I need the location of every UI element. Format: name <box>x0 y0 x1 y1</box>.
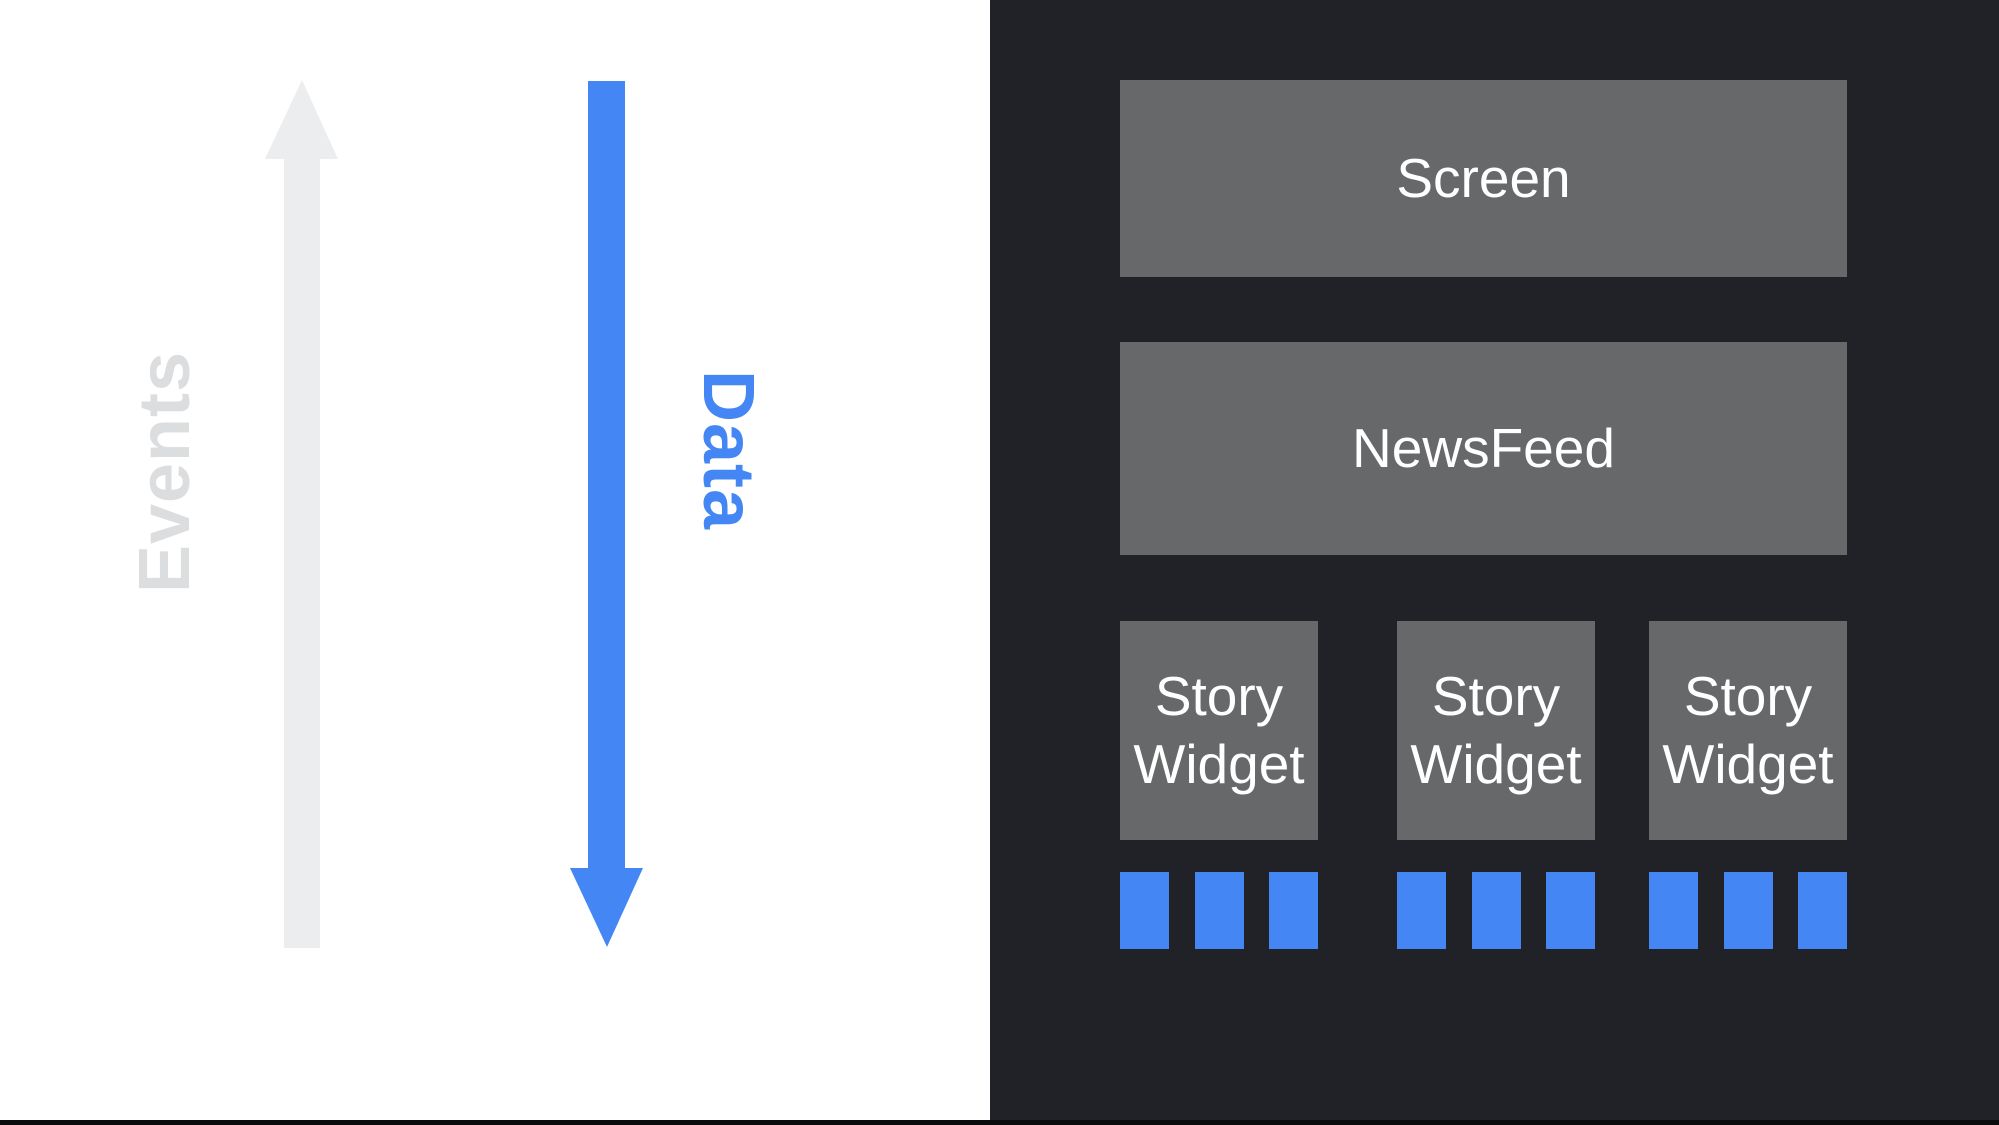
bottom-bar <box>0 1120 1999 1125</box>
state-tile <box>1269 872 1318 949</box>
story-tiles-row <box>1120 872 1318 949</box>
story-widget-label: Story Widget <box>1662 665 1834 795</box>
screen-label: Screen <box>1396 146 1571 209</box>
state-tile <box>1723 872 1773 949</box>
screen-box: Screen <box>1120 80 1847 277</box>
state-tile <box>1649 872 1698 949</box>
story-widget-group: Story Widget <box>1649 621 1847 949</box>
data-label: Data <box>688 369 768 531</box>
newsfeed-label: NewsFeed <box>1352 416 1615 479</box>
story-widget-group: Story Widget <box>1397 621 1595 949</box>
state-tile <box>1194 872 1244 949</box>
story-widget-box: Story Widget <box>1649 621 1847 840</box>
story-widget-box: Story Widget <box>1397 621 1595 840</box>
state-tile <box>1546 872 1595 949</box>
story-tiles-row <box>1397 872 1595 949</box>
state-tile <box>1120 872 1169 949</box>
newsfeed-box: NewsFeed <box>1120 342 1847 555</box>
events-up-arrow <box>265 80 338 948</box>
state-tile <box>1471 872 1521 949</box>
story-widget-label: Story Widget <box>1410 665 1582 795</box>
story-widget-group: Story Widget <box>1120 621 1318 949</box>
events-label: Events <box>125 350 205 594</box>
story-tiles-row <box>1649 872 1847 949</box>
state-tile <box>1798 872 1847 949</box>
story-widget-label: Story Widget <box>1133 665 1305 795</box>
state-tile <box>1397 872 1446 949</box>
data-down-arrow <box>570 81 643 947</box>
story-widget-box: Story Widget <box>1120 621 1318 840</box>
